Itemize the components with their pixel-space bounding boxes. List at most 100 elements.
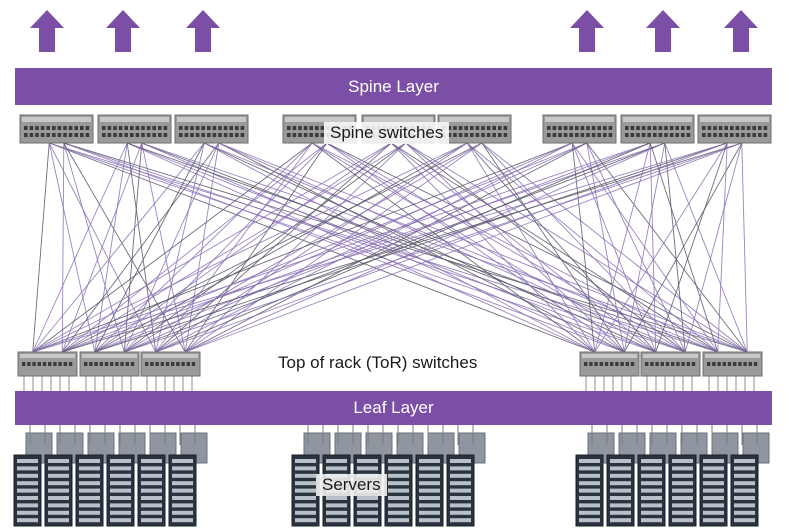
link-line xyxy=(155,142,728,353)
link-line xyxy=(123,142,143,353)
link-line xyxy=(127,142,656,353)
link-line xyxy=(141,142,186,353)
link-line xyxy=(684,142,743,353)
link-line xyxy=(586,142,748,353)
link-line xyxy=(32,142,128,353)
link-line xyxy=(571,142,596,353)
link-line xyxy=(63,142,125,353)
link-line xyxy=(390,142,657,353)
link-line xyxy=(124,142,665,353)
link-line xyxy=(94,142,313,353)
link-line xyxy=(649,142,657,353)
link-line xyxy=(32,142,573,353)
network-switch-icon xyxy=(579,351,640,377)
server-rack-icon xyxy=(446,454,475,527)
spine-layer-band: Spine Layer xyxy=(15,68,772,105)
link-line xyxy=(649,142,719,353)
link-line xyxy=(32,142,468,353)
server-rack-icon xyxy=(415,454,444,527)
link-line xyxy=(49,142,656,353)
link-line xyxy=(185,142,588,353)
link-line xyxy=(61,142,143,353)
network-switch-icon xyxy=(97,114,172,144)
leaf-layer-band: Leaf Layer xyxy=(15,391,772,425)
link-line xyxy=(126,142,157,353)
link-line xyxy=(62,142,742,353)
network-switch-icon xyxy=(542,114,617,144)
link-line xyxy=(623,142,666,353)
server-rack-icon xyxy=(668,454,697,527)
link-line xyxy=(204,142,656,353)
spine-switches-label: Spine switches xyxy=(324,122,450,144)
link-line xyxy=(127,142,595,353)
link-line xyxy=(32,142,313,353)
link-line xyxy=(63,142,625,353)
link-line xyxy=(141,142,686,353)
server-rack-icon xyxy=(13,454,42,527)
link-line xyxy=(664,142,748,353)
link-line xyxy=(94,142,651,353)
link-line xyxy=(141,142,748,353)
link-line xyxy=(655,142,728,353)
link-line xyxy=(94,142,205,353)
network-switch-icon xyxy=(19,114,94,144)
link-line xyxy=(405,142,625,353)
link-line xyxy=(61,142,328,353)
link-line xyxy=(49,142,595,353)
network-switch-icon xyxy=(79,351,140,377)
server-rack-icon xyxy=(575,454,604,527)
link-line xyxy=(185,142,665,353)
network-switch-icon xyxy=(697,114,772,144)
link-line xyxy=(586,142,625,353)
link-line xyxy=(218,142,748,353)
link-line xyxy=(405,142,686,353)
link-mesh xyxy=(23,142,755,391)
link-line xyxy=(94,142,728,353)
link-line xyxy=(32,142,205,353)
link-line xyxy=(62,142,407,353)
link-line xyxy=(717,142,728,353)
servers-label: Servers xyxy=(316,474,387,496)
link-line xyxy=(62,142,665,353)
server-rack-icon xyxy=(384,454,413,527)
link-line xyxy=(123,142,220,353)
link-line xyxy=(155,142,392,353)
link-line xyxy=(204,142,718,353)
tor-switch-group xyxy=(17,351,763,377)
link-line xyxy=(32,142,728,353)
arrow-up-icon xyxy=(30,10,64,52)
network-switch-icon xyxy=(17,351,78,377)
network-switch-icon xyxy=(174,114,249,144)
link-line xyxy=(63,142,686,353)
link-line xyxy=(466,142,596,353)
link-line xyxy=(32,142,50,353)
server-rack-icon xyxy=(606,454,635,527)
link-line xyxy=(123,142,407,353)
network-switch-icon xyxy=(640,351,701,377)
link-line xyxy=(123,142,328,353)
link-line xyxy=(481,142,625,353)
server-rack-icon xyxy=(291,454,320,527)
arrow-up-icon xyxy=(186,10,220,52)
network-switch-icon xyxy=(702,351,763,377)
link-line xyxy=(466,142,657,353)
server-rack-icon xyxy=(44,454,73,527)
link-line xyxy=(741,142,748,353)
link-line xyxy=(390,142,718,353)
link-line xyxy=(94,142,392,353)
link-line xyxy=(218,142,686,353)
link-line xyxy=(185,142,742,353)
server-rack-icon xyxy=(168,454,197,527)
arrow-up-icon xyxy=(570,10,604,52)
link-line xyxy=(94,142,128,353)
network-switch-icon xyxy=(140,351,201,377)
link-line xyxy=(155,142,468,353)
link-line xyxy=(184,142,407,353)
spine-layer-label: Spine Layer xyxy=(348,76,439,96)
link-line xyxy=(184,142,220,353)
link-line xyxy=(32,142,651,353)
link-line xyxy=(594,142,651,353)
server-rack-icon xyxy=(730,454,759,527)
link-line xyxy=(326,142,748,353)
